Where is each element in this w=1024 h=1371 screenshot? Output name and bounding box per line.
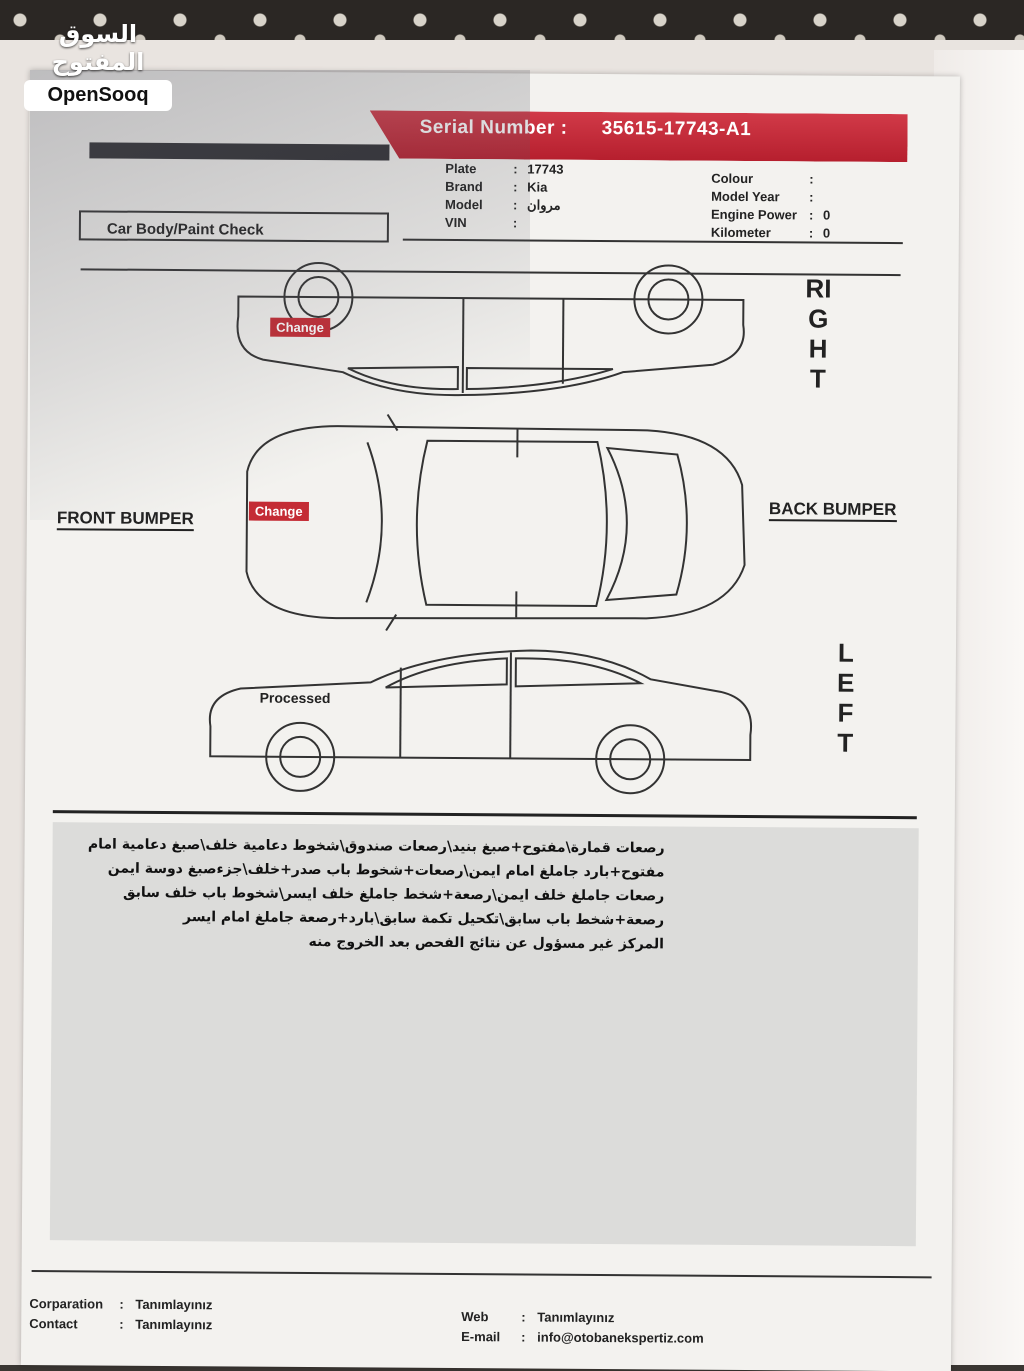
vehicle-info-right: Colour: Model Year: Engine Power:0 Kilom… [711, 171, 831, 244]
header-dark-bar [89, 142, 389, 160]
footer-left: Corparation:Tanımlayınız Contact:Tanımla… [29, 1296, 212, 1337]
footer-row-corporation: Corparation:Tanımlayınız [29, 1296, 212, 1317]
footer-row-web: Web:Tanımlayınız [461, 1309, 704, 1331]
info-row-plate: Plate:17743 [445, 161, 563, 180]
front-bumper-label: FRONT BUMPER [57, 508, 194, 531]
footer-row-contact: Contact:Tanımlayınız [29, 1316, 212, 1337]
footer-row-email: E-mail:info@otobanekspertiz.com [461, 1329, 704, 1351]
back-bumper-label: BACK BUMPER [769, 499, 897, 522]
note-line: المركز غير مسؤول عن نتائج الفحص بعد الخر… [64, 928, 664, 956]
info-row-model: Model:مروان [445, 197, 563, 216]
section-title: Car Body/Paint Check [107, 221, 264, 239]
car-top-view-diagram [216, 411, 758, 635]
change-mark-right: Change [270, 318, 330, 337]
info-row-colour: Colour: [711, 171, 830, 190]
footer-right: Web:Tanımlayınız E-mail:info@otobanekspe… [461, 1309, 704, 1351]
side-label-left: LEFT [830, 638, 861, 758]
processed-mark-left: Processed [260, 690, 331, 706]
vehicle-info-left: Plate:17743 Brand:Kia Model:مروان VIN: [445, 161, 564, 234]
footer-rule [32, 1270, 932, 1278]
opensooq-watermark: السوق المفتوح OpenSooq [24, 20, 172, 111]
email-link[interactable]: info@otobanekspertiz.com [537, 1330, 704, 1346]
inspection-notes: رصعات قمارة\مفتوح+صبغ بنيد\رصعات صندوق\ش… [64, 832, 665, 956]
watermark-arabic: السوق المفتوح [24, 20, 172, 76]
change-mark-top: Change [249, 502, 309, 521]
info-row-vin: VIN: [445, 215, 563, 234]
info-row-model-year: Model Year: [711, 189, 830, 208]
note-line: رصعات جاملغ خلف ايمن\رصعة+شخط جاملغ خلف … [64, 880, 664, 908]
serial-value: 35615-17743-A1 [602, 118, 752, 141]
info-row-engine-power: Engine Power:0 [711, 207, 830, 226]
inspection-sheet: Serial Number : 35615-17743-A1 Plate:177… [21, 70, 960, 1371]
side-label-right: RIGHT [803, 273, 834, 393]
car-left-side-diagram [200, 636, 761, 810]
watermark-english: OpenSooq [24, 80, 172, 111]
diagram-bottom-rule [53, 810, 917, 819]
serial-label: Serial Number : [420, 117, 568, 140]
info-row-brand: Brand:Kia [445, 179, 563, 198]
